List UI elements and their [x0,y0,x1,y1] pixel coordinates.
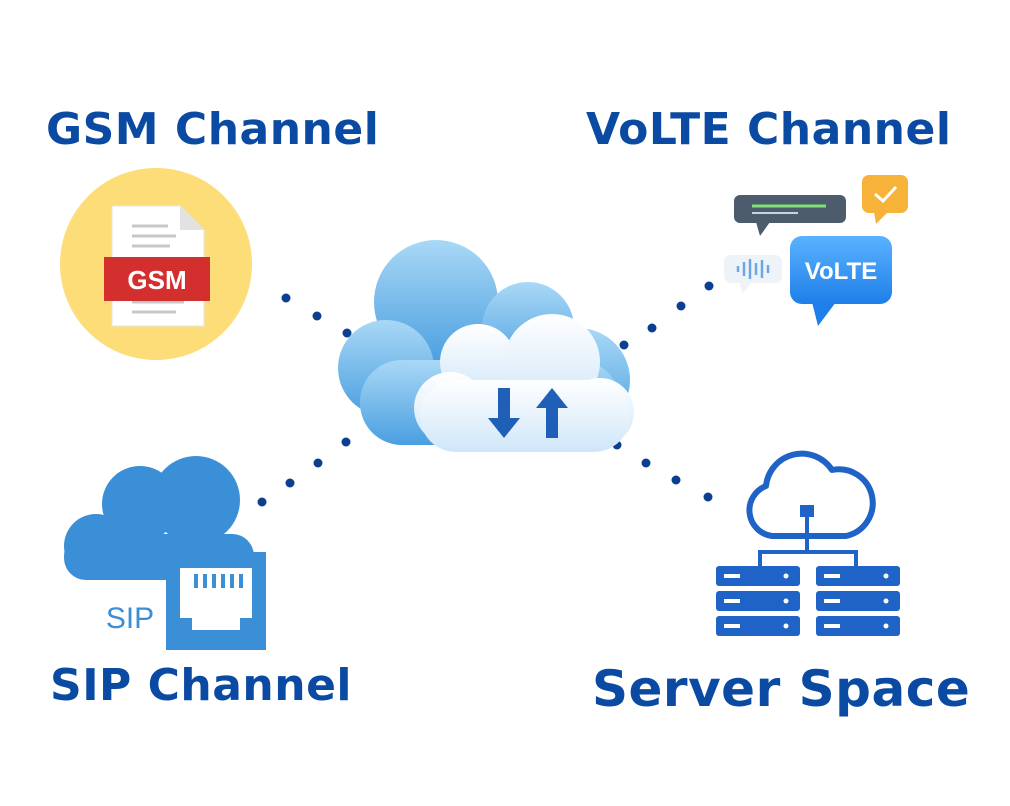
ethernet-port-pins-icon [194,574,243,588]
central-cloud-icon [338,240,634,452]
sip-channel-title: SIP Channel [50,660,353,711]
volte-tag-label: VoLTE [805,258,877,285]
voice-bubble-icon [724,255,782,294]
check-bubble-icon [862,175,908,224]
gsm-sim-icon: GSM [60,168,252,360]
gsm-channel-title: GSM Channel [46,104,380,155]
server-space-title: Server Space [592,660,971,718]
sip-tag-label: SIP [106,602,154,635]
message-bubble-icon [734,195,846,236]
volte-chat-icons: VoLTE [724,175,908,326]
sip-ethernet-icon: SIP [64,456,266,650]
connector-volte-dots [619,281,714,350]
upload-download-arrows-icon [488,388,568,438]
gsm-tag-label: GSM [127,265,186,295]
server-cloud-icon [716,450,900,636]
connector-gsm-dots [281,293,352,338]
volte-bubble-icon: VoLTE [790,236,892,326]
server-rack-right-icon [816,566,900,636]
connector-sip-dots [257,437,351,507]
volte-channel-title: VoLTE Channel [586,104,952,155]
connector-dots [257,281,714,507]
server-rack-left-icon [716,566,800,636]
connector-server-dots [612,440,713,502]
